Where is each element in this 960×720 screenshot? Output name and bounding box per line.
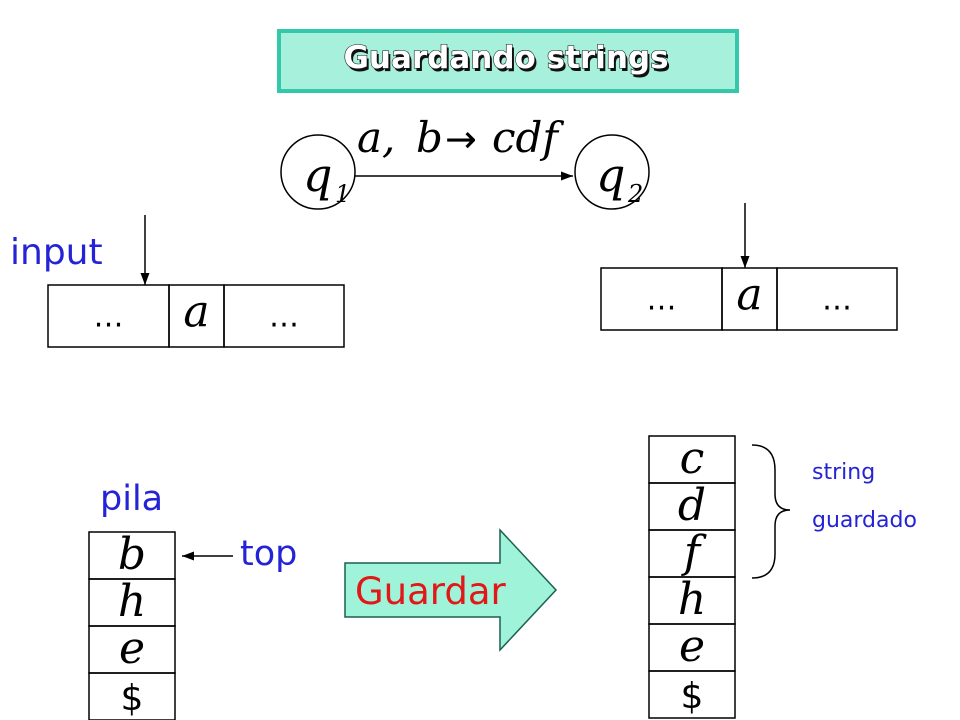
title-shadow: Guardando strings bbox=[345, 43, 670, 79]
transition-push-label: cdf bbox=[492, 113, 564, 162]
brace-label-line-2: guardado bbox=[812, 508, 917, 533]
title-box: Guardando strings Guardando strings bbox=[277, 29, 739, 93]
stack-label: pila bbox=[100, 479, 163, 519]
stack-after-item-3: h bbox=[678, 574, 706, 625]
input-label: input bbox=[10, 232, 103, 273]
state-q1 bbox=[280, 134, 356, 210]
stack-before-cell-3 bbox=[88, 672, 176, 720]
transition-arrow-symbol: → bbox=[445, 117, 477, 161]
stack-before-item-0: b bbox=[118, 529, 146, 580]
tape-after: … a … bbox=[600, 267, 898, 331]
state-q1-subscript: 1 bbox=[335, 180, 350, 208]
state-q2 bbox=[574, 134, 650, 210]
stack-before-item-2: e bbox=[119, 623, 145, 674]
transition-read-label: a, bbox=[357, 113, 395, 162]
stack-before-item-1: h bbox=[118, 576, 146, 627]
stack-before: bhe$ bbox=[88, 529, 176, 720]
tape-after-symbol-0: … bbox=[647, 283, 677, 318]
tape-after-symbol-1: a bbox=[736, 270, 762, 321]
stack-before-item-3: $ bbox=[121, 678, 144, 719]
stack-after-item-5: $ bbox=[681, 676, 704, 717]
tape-before-symbol-2: … bbox=[269, 300, 299, 335]
transition-pop-label: b bbox=[416, 113, 443, 162]
stack-after-item-0: c bbox=[680, 433, 705, 484]
stack-after-item-2: f bbox=[681, 527, 707, 578]
tape-after-symbol-2: … bbox=[822, 283, 852, 318]
stack-after-item-4: e bbox=[679, 621, 705, 672]
action-label: Guardar bbox=[355, 570, 507, 613]
tape-before-symbol-1: a bbox=[183, 287, 209, 338]
top-label: top bbox=[240, 534, 297, 574]
brace-label-line-1: string bbox=[812, 460, 875, 485]
state-q2-subscript: 2 bbox=[627, 180, 643, 208]
state-q1-label: q bbox=[303, 148, 332, 202]
stack-after-item-1: d bbox=[678, 480, 706, 531]
stack-after-cell-5 bbox=[648, 670, 736, 719]
automaton: q 1 q 2 a, b → cdf bbox=[280, 113, 650, 210]
state-q2-label: q bbox=[596, 148, 625, 202]
brace bbox=[751, 444, 791, 579]
tape-before: … a … bbox=[47, 284, 345, 348]
tape-after-cell-2 bbox=[776, 267, 898, 331]
tape-before-symbol-0: … bbox=[94, 300, 124, 335]
tape-before-cell-2 bbox=[223, 284, 345, 348]
guardar-action: Guardar bbox=[344, 528, 558, 652]
page-title: Guardando strings bbox=[343, 40, 668, 76]
